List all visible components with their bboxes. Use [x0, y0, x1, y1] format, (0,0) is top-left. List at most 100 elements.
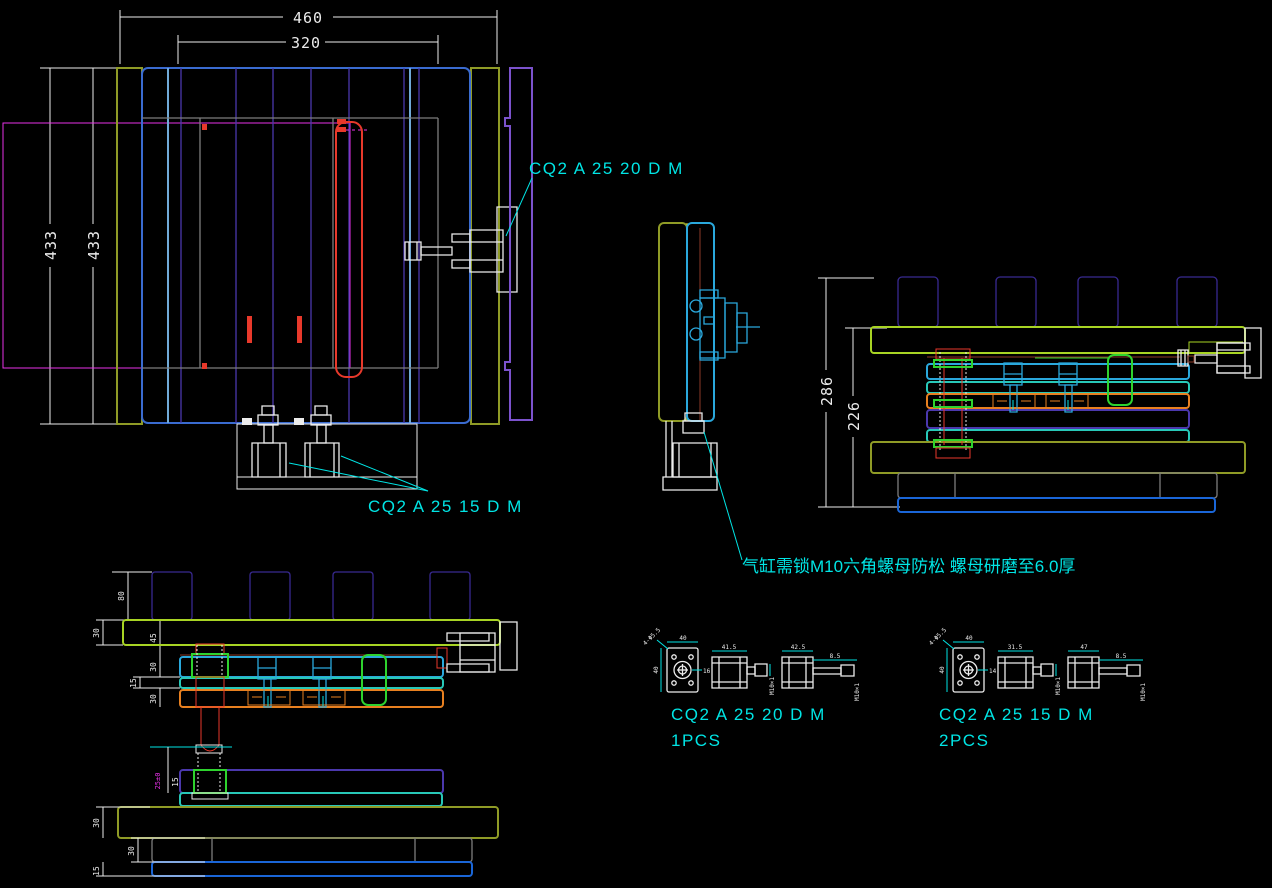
- dim-30b: 30: [149, 694, 158, 704]
- lsv2-spring: [192, 745, 228, 799]
- lsv-top-plate: [123, 620, 500, 645]
- d1-dim-w: 40: [679, 635, 687, 642]
- middle-section-view: 气缸需锁M10六角螺母防松 螺母研磨至6.0厚: [659, 223, 1075, 576]
- rsv-posts: [898, 277, 1217, 327]
- d2-dim-holes: 4-Φ5.5: [928, 627, 949, 648]
- plan-red-slot-right: [297, 316, 302, 343]
- top-cylinder-callout: CQ2 A 25 20 D M: [506, 159, 684, 236]
- plan-bottom-cylinders: [237, 406, 417, 489]
- d2-dim-sw: 31.5: [1008, 644, 1023, 651]
- label-cq2a2520dm: CQ2 A 25 20 D M: [529, 159, 684, 178]
- rsv-side-cylinder: [1178, 328, 1261, 378]
- rsv-top-plate-step: [1189, 342, 1243, 353]
- d2-side-view: [998, 657, 1053, 688]
- plan-olive-band-right: [471, 68, 499, 424]
- d1-side-view: [712, 657, 767, 688]
- left-side-view-lower: 25±0 15 30 30 15: [92, 745, 498, 876]
- lsv2-plate-purple: [180, 770, 443, 793]
- d2-qty: 2PCS: [939, 731, 989, 750]
- plan-red-latch-marks: [337, 119, 370, 132]
- bolt-mark-1: [242, 418, 252, 425]
- d1-dim-ew: 42.5: [791, 644, 806, 651]
- lsv2-dims: 25±0 15 30 30 15: [92, 747, 232, 876]
- lsv-side-cylinder: [437, 622, 517, 672]
- dim-286-text: 286: [818, 376, 836, 406]
- d2-dim-thread: M10×1: [1140, 683, 1147, 701]
- plan-hatch-end-dot-bottom: [202, 363, 207, 369]
- lsv2-bottom-plate: [152, 862, 472, 876]
- dim-45: 45: [149, 633, 158, 643]
- d1-qty: 1PCS: [671, 731, 721, 750]
- d2-dim-h: 40: [939, 666, 946, 674]
- d2-extended-view: [1068, 657, 1140, 688]
- rsv-gray-risers: [898, 473, 1217, 498]
- d1-dim-holes: 4-Φ5.5: [642, 627, 663, 648]
- lsv-plate-sky: [180, 657, 443, 677]
- d2-dim-stroke: 8.5: [1116, 653, 1127, 660]
- dim-15: 15: [129, 678, 138, 688]
- plan-dim-460: 460: [120, 9, 497, 64]
- lsv2-base-olive: [118, 807, 498, 838]
- d1-dim-rod: M10×1: [769, 677, 776, 695]
- plan-hatch-end-dot-top: [202, 124, 207, 130]
- plan-dim-433-outer: 433: [42, 68, 60, 424]
- rsv-base-olive: [871, 442, 1245, 473]
- mid-clamp-mechanism: [690, 290, 760, 360]
- dim-460: 460: [293, 9, 323, 27]
- d1-title: CQ2 A 25 20 D M: [671, 705, 826, 724]
- d1-dim-h: 40: [653, 666, 660, 674]
- d1-front-view: [667, 648, 698, 692]
- rsv-bottom-plate: [898, 498, 1215, 512]
- d2-dim-w: 40: [965, 635, 973, 642]
- mid-olive-plate: [659, 223, 687, 421]
- lsv-green-block: [362, 655, 386, 705]
- detail-cq2a25-20dm: 40 40 4-Φ5.5 16 41.5 M10×1 42.5 8.5 M10×…: [642, 627, 861, 750]
- d2-dim-boss: 14: [989, 668, 997, 675]
- left-side-view-upper: 80 30 45 30 15 30: [92, 570, 517, 751]
- dim-olive-t: 30: [92, 818, 101, 828]
- d1-dim-sw: 41.5: [722, 644, 737, 651]
- plan-purple-ribs: [181, 68, 419, 423]
- dim-433-right: 433: [85, 230, 103, 260]
- d2-dim-ew: 47: [1080, 644, 1088, 651]
- dim-226-text: 226: [845, 401, 863, 431]
- dim-433-left: 433: [42, 230, 60, 260]
- d2-ext-dims: 47 8.5 M10×1: [1068, 644, 1147, 701]
- rsv-orange-brackets: [993, 394, 1088, 410]
- plan-violet-plate: [505, 68, 532, 420]
- d2-dim-rod: M10×1: [1055, 677, 1062, 695]
- d1-dim-thread: M10×1: [854, 683, 861, 701]
- dim-blue-t: 15: [92, 866, 101, 876]
- grip-dots-rsv: [824, 276, 855, 330]
- d1-extended-view: [782, 657, 854, 688]
- plan-dim-433-inner: 433: [40, 68, 142, 424]
- plan-dim-320: 320: [178, 34, 438, 64]
- note-callout: 气缸需锁M10六角螺母防松 螺母研磨至6.0厚: [704, 432, 1075, 576]
- cylinder-2: [305, 406, 339, 477]
- lsv-mini-cylinders: [258, 657, 331, 707]
- mid-bottom-cylinder: [663, 413, 717, 490]
- lsv-upper-dims: 80 30 45 30 15 30: [92, 572, 180, 707]
- lsv-plate-orange: [180, 690, 443, 707]
- rsv-spring-unit: [934, 349, 972, 458]
- label-cq2a2515dm: CQ2 A 25 15 D M: [368, 497, 523, 516]
- dim-286: 286: [818, 278, 900, 507]
- d1-dim-boss: 16: [703, 668, 711, 675]
- plan-red-stripper-outline: [336, 122, 362, 377]
- bottom-cylinder-callout: CQ2 A 25 15 D M: [289, 456, 523, 516]
- rsv-green-block: [1035, 355, 1132, 405]
- plan-side-cylinder: [405, 207, 517, 292]
- lsv-orange-brackets: [248, 690, 345, 706]
- rsv-plate-purple: [927, 410, 1189, 428]
- plan-red-slot-left: [247, 316, 252, 343]
- d1-side-dims: 41.5 M10×1: [712, 644, 776, 695]
- rsv-plate-teal1: [927, 382, 1189, 393]
- dim-topplate-t: 30: [92, 628, 101, 638]
- dim-gray-t: 30: [127, 846, 136, 856]
- cylinder-1: [252, 406, 286, 477]
- plan-view: 460 320 433 433: [3, 9, 684, 516]
- rsv-plate-sky: [927, 364, 1189, 379]
- d2-side-dims: 31.5 M10×1: [998, 644, 1062, 695]
